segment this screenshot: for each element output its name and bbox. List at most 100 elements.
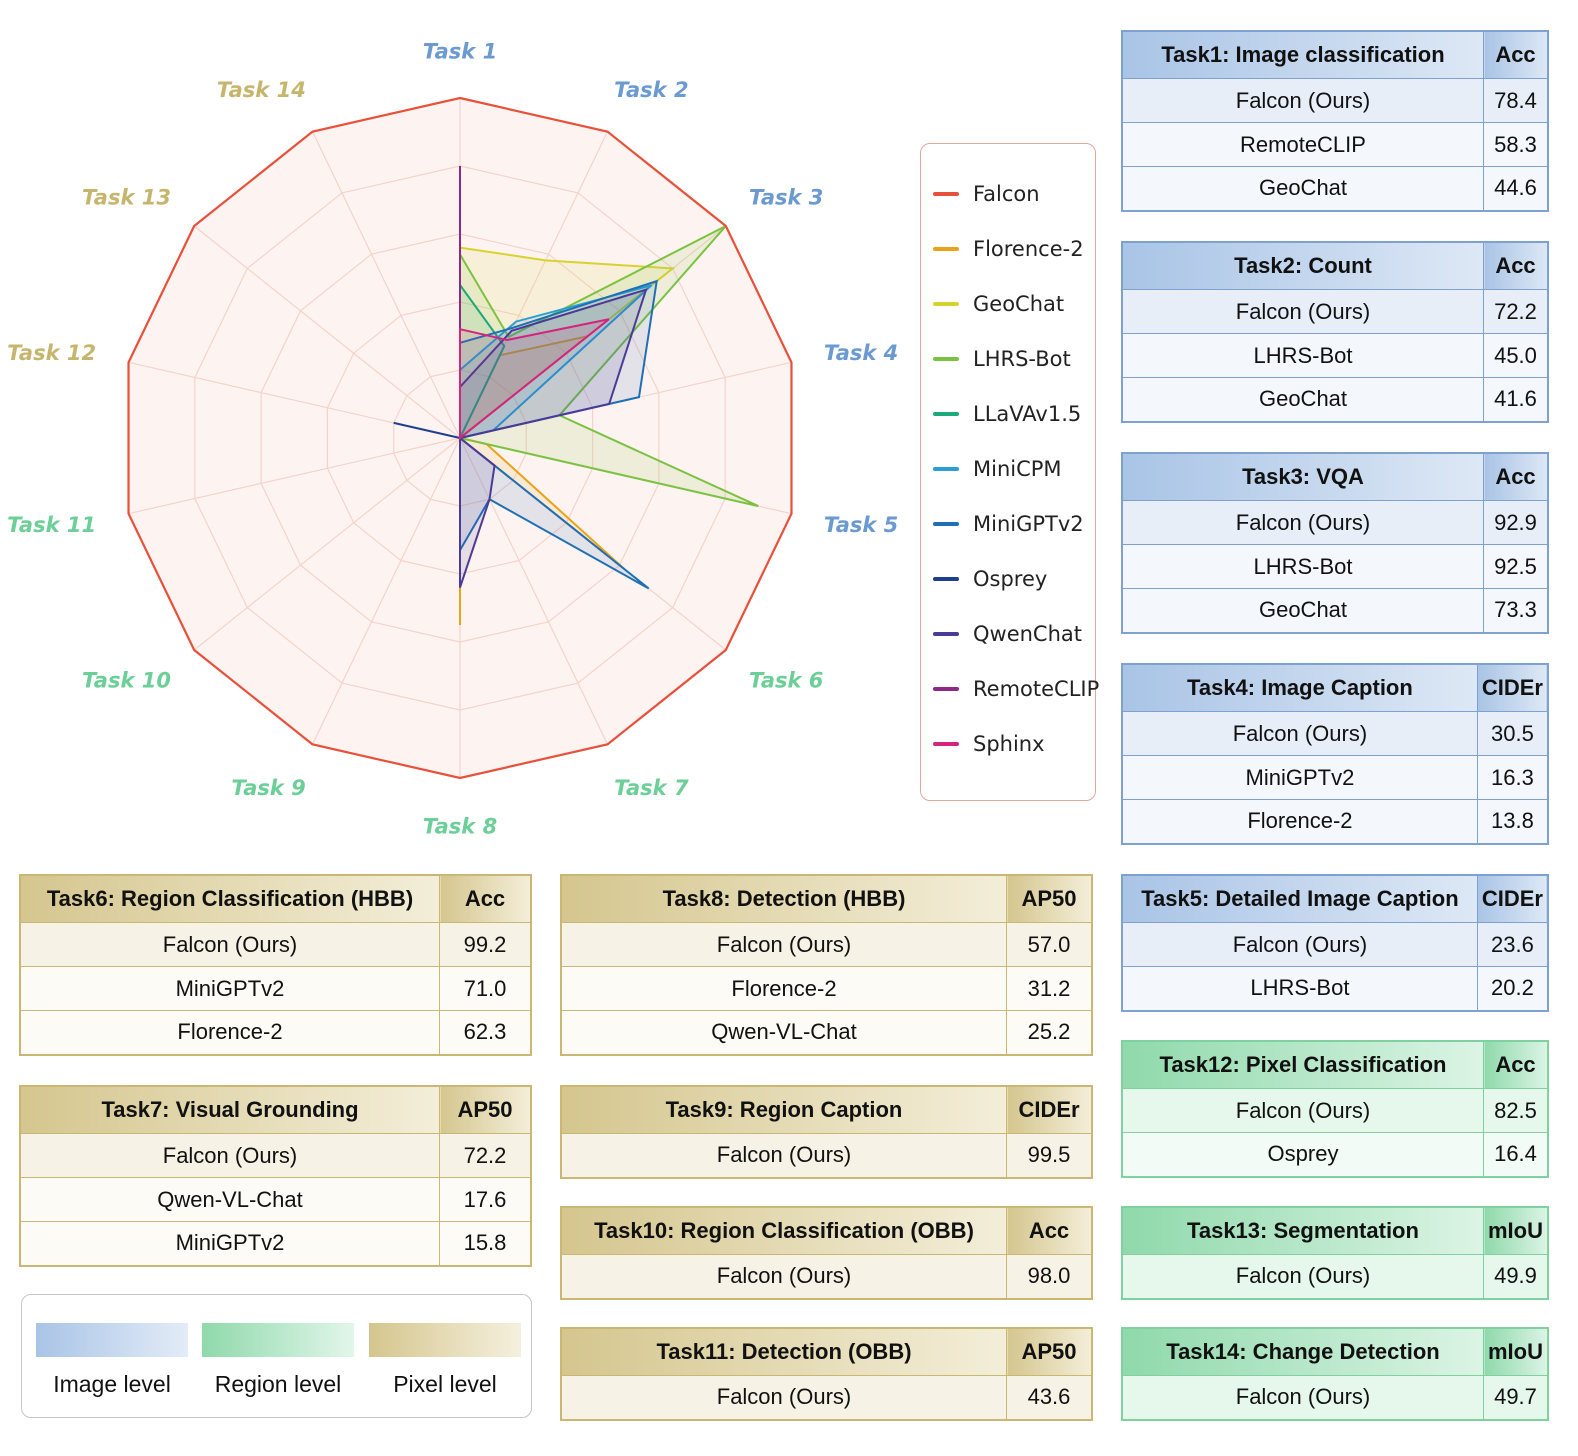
score-cell: 15.8 — [439, 1221, 532, 1266]
model-cell: Falcon (Ours) — [560, 1254, 1007, 1299]
model-cell: MiniGPTv2 — [1121, 755, 1478, 800]
model-cell: MiniGPTv2 — [19, 1221, 440, 1266]
table-title: Task10: Region Classification (OBB) — [560, 1206, 1007, 1255]
table-title: Task2: Count — [1121, 241, 1484, 290]
table-title: Task4: Image Caption — [1121, 663, 1478, 712]
table-title: Task3: VQA — [1121, 452, 1484, 501]
legend-label: GeoChat — [973, 292, 1065, 316]
score-cell: 78.4 — [1483, 78, 1549, 123]
table-task6: Task6: Region Classification (HBB)Acc Fa… — [19, 874, 532, 1056]
axis-label-task-8: Task 8 — [423, 815, 497, 839]
legend-label: Florence-2 — [973, 237, 1084, 261]
legend-label: QwenChat — [973, 622, 1083, 646]
legend-label: Falcon — [973, 182, 1040, 206]
legend-item: Sphinx — [921, 729, 1045, 759]
score-cell: 16.3 — [1476, 755, 1549, 800]
table-title: Task11: Detection (OBB) — [560, 1327, 1007, 1376]
score-cell: 43.6 — [1006, 1375, 1093, 1420]
score-cell: 25.2 — [1006, 1010, 1093, 1055]
model-cell: Qwen-VL-Chat — [19, 1177, 440, 1222]
legend-item: QwenChat — [921, 619, 1082, 649]
pixel-level-label: Pixel level — [393, 1371, 497, 1397]
table-title: Task1: Image classification — [1121, 30, 1484, 79]
grid-spoke — [459, 437, 609, 745]
score-cell: 99.2 — [439, 922, 532, 967]
axis-label-task-9: Task 9 — [231, 776, 305, 800]
score-cell: 71.0 — [439, 966, 532, 1011]
score-cell: 49.9 — [1483, 1254, 1549, 1299]
legend-label: Sphinx — [973, 732, 1045, 756]
model-cell: Falcon (Ours) — [19, 922, 440, 967]
legend-item: MiniGPTv2 — [921, 509, 1084, 539]
region-level-label: Region level — [214, 1371, 342, 1397]
score-cell: 49.7 — [1483, 1375, 1549, 1420]
model-cell: Falcon (Ours) — [19, 1133, 440, 1178]
model-cell: LHRS-Bot — [1121, 966, 1478, 1011]
axis-label-task-1: Task 1 — [423, 39, 497, 63]
model-cell: Falcon (Ours) — [1121, 711, 1478, 756]
axis-label-task-14: Task 14 — [217, 78, 306, 102]
image-level-swatch — [36, 1323, 188, 1357]
table-title: Task5: Detailed Image Caption — [1121, 874, 1478, 923]
model-cell: Falcon (Ours) — [560, 922, 1007, 967]
score-cell: 44.6 — [1483, 166, 1549, 211]
score-cell: 45.0 — [1483, 333, 1549, 378]
legend-line-marker — [933, 632, 959, 636]
table-metric: mIoU — [1483, 1327, 1549, 1376]
image-level-label: Image level — [53, 1371, 171, 1397]
axis-label-task-11: Task 11 — [7, 513, 96, 537]
score-cell: 58.3 — [1483, 122, 1549, 167]
score-cell: 92.9 — [1483, 500, 1549, 545]
table-title: Task9: Region Caption — [560, 1085, 1007, 1134]
score-cell: 92.5 — [1483, 544, 1549, 589]
table-title: Task14: Change Detection — [1121, 1327, 1484, 1376]
table-metric: AP50 — [439, 1085, 532, 1134]
model-cell: Osprey — [1121, 1132, 1484, 1177]
grid-spoke — [128, 437, 461, 515]
table-metric: Acc — [439, 874, 532, 923]
model-cell: Falcon (Ours) — [1121, 500, 1484, 545]
series-qwenchat — [457, 288, 648, 588]
table-metric: mIoU — [1483, 1206, 1549, 1255]
score-cell: 23.6 — [1476, 922, 1549, 967]
legend-item: LLaVAv1.5 — [921, 399, 1081, 429]
score-cell: 72.2 — [1483, 289, 1549, 334]
axis-label-task-4: Task 4 — [824, 341, 898, 365]
table-metric: Acc — [1483, 1040, 1549, 1089]
model-cell: Falcon (Ours) — [1121, 922, 1478, 967]
legend-label: MiniCPM — [973, 457, 1062, 481]
legend-label: LLaVAv1.5 — [973, 402, 1082, 426]
table-metric: AP50 — [1006, 1327, 1093, 1376]
legend-item: Osprey — [921, 564, 1047, 594]
axis-label-task-10: Task 10 — [82, 669, 171, 693]
level-key: Image level Region level Pixel level — [21, 1294, 532, 1418]
table-title: Task7: Visual Grounding — [19, 1085, 440, 1134]
score-cell: 72.2 — [439, 1133, 532, 1178]
model-cell: Falcon (Ours) — [560, 1375, 1007, 1420]
series-sphinx — [459, 318, 610, 441]
legend-line-marker — [933, 247, 959, 251]
score-cell: 17.6 — [439, 1177, 532, 1222]
table-metric: CIDEr — [1006, 1085, 1093, 1134]
legend-line-marker — [933, 302, 959, 306]
model-cell: LHRS-Bot — [1121, 544, 1484, 589]
table-title: Task12: Pixel Classification — [1121, 1040, 1484, 1089]
model-cell: Qwen-VL-Chat — [560, 1010, 1007, 1055]
score-cell: 30.5 — [1476, 711, 1549, 756]
axis-label-task-5: Task 5 — [824, 513, 898, 537]
model-cell: GeoChat — [1121, 377, 1484, 422]
table-metric: Acc — [1483, 452, 1549, 501]
model-cell: Florence-2 — [19, 1010, 440, 1055]
series-falcon — [127, 96, 793, 780]
model-cell: RemoteCLIP — [1121, 122, 1484, 167]
legend-line-marker — [933, 467, 959, 471]
grid-spoke — [193, 437, 461, 651]
model-cell: MiniGPTv2 — [19, 966, 440, 1011]
